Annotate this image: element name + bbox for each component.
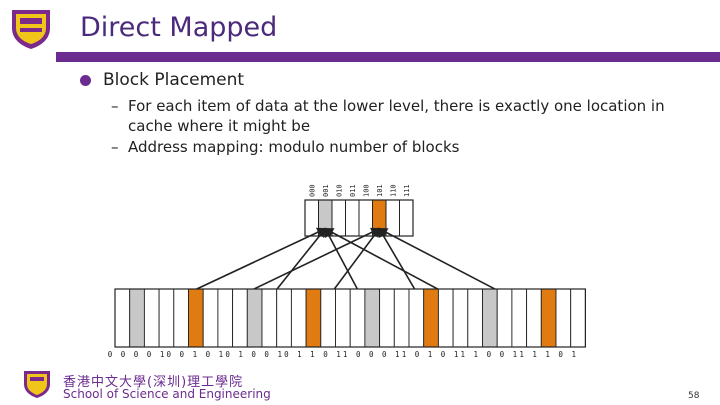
sub-bullet-line-2: cache where it might be [128, 117, 311, 135]
cache-cell-100 [358, 199, 373, 237]
memory-block [143, 288, 160, 348]
footer-english-name: School of Science and Engineering [63, 387, 271, 401]
memory-address-label: 1 1 1 0 1 [519, 350, 578, 359]
memory-address-label: 1 1 0 0 1 [461, 350, 520, 359]
dash-icon: – [111, 138, 119, 156]
cache-cell-011 [345, 199, 360, 237]
bullet-icon [80, 75, 91, 86]
sub-bullet-direct-mapping: –For each item of data at the lower leve… [111, 96, 665, 136]
university-logo [12, 10, 50, 49]
slide-title: Direct Mapped [80, 12, 278, 43]
cache-index-label: 001 [322, 184, 330, 197]
memory-address-label: 0 1 0 0 1 [225, 350, 284, 359]
memory-block [129, 288, 145, 348]
memory-block [555, 288, 572, 348]
memory-block [570, 288, 586, 348]
bullet-block-placement: Block Placement [103, 70, 245, 90]
title-divider [56, 52, 720, 62]
memory-block [540, 288, 557, 348]
memory-block [452, 288, 469, 348]
page-number: 58 [688, 391, 700, 401]
memory-address-label: 0 0 0 0 1 [108, 350, 167, 359]
cache-index-label: 110 [389, 184, 397, 197]
memory-address-label: 0 1 1 0 1 [284, 350, 343, 359]
cache-index-label: 111 [403, 184, 411, 197]
memory-address-label: 1 0 0 0 1 [343, 350, 402, 359]
memory-block [232, 288, 248, 348]
memory-block [511, 288, 528, 348]
memory-block [467, 288, 483, 348]
memory-block [335, 288, 351, 348]
footer-logo [24, 371, 50, 398]
cache-index-label: 010 [335, 184, 343, 197]
memory-block [496, 288, 513, 348]
cache-cell-010 [331, 199, 346, 237]
memory-block [526, 288, 542, 348]
cache-cell-000 [304, 199, 319, 237]
memory-block [379, 288, 395, 348]
cache-outline [304, 199, 414, 237]
memory-block [246, 288, 263, 348]
memory-block [217, 288, 234, 348]
cache-cell-111 [399, 199, 414, 237]
memory-block [408, 288, 425, 348]
sub-bullet-address-mapping: –Address mapping: modulo number of block… [111, 137, 459, 157]
memory-block [188, 288, 204, 348]
memory-outline [114, 288, 586, 348]
memory-block [482, 288, 498, 348]
memory-block [290, 288, 307, 348]
cache-index-label: 100 [362, 184, 370, 197]
memory-address-label: 0 0 1 0 1 [167, 350, 226, 359]
memory-block [158, 288, 175, 348]
memory-block [305, 288, 322, 348]
cache-index-label: 000 [308, 184, 316, 197]
memory-block [320, 288, 336, 348]
cache: 000 001 010 011 100 101 110 111 [304, 184, 414, 237]
sub-bullet-line-1: For each item of data at the lower level… [128, 97, 665, 115]
footer-chinese-name: 香港中文大學(深圳)理工學院 [63, 375, 244, 390]
dash-icon: – [111, 97, 119, 115]
cache-index-label: 011 [349, 184, 357, 197]
memory-block [349, 288, 366, 348]
cache-cell-110 [385, 199, 400, 237]
cache-index-label: 101 [376, 184, 384, 197]
memory-block [114, 288, 131, 348]
memory-block [173, 288, 189, 348]
memory-block [423, 288, 439, 348]
memory-block [202, 288, 219, 348]
memory-block [261, 288, 278, 348]
memory-block [364, 288, 381, 348]
memory-block [393, 288, 410, 348]
memory-block [276, 288, 292, 348]
sub-bullet-2-text: Address mapping: modulo number of blocks [128, 138, 460, 156]
memory-address-label: 1 0 1 0 1 [402, 350, 461, 359]
memory-block [437, 288, 454, 348]
